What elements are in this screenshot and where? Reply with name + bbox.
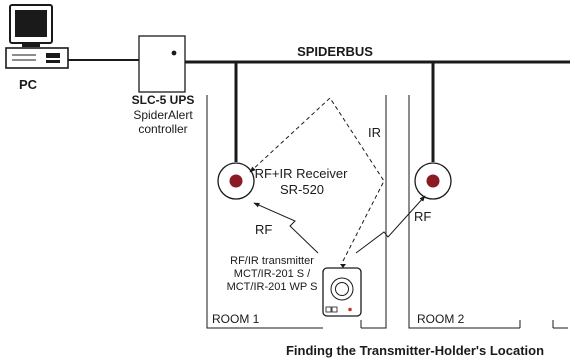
- controller-name-line1: SpiderAlert: [133, 108, 193, 122]
- rf-signal-right: [355, 195, 426, 254]
- rf-right-label: RF: [414, 209, 431, 224]
- controller-name-line2: controller: [138, 122, 187, 136]
- transmitter-type: RF/IR transmitter: [230, 255, 314, 267]
- room1-walls: [206, 95, 387, 329]
- receiver-name: RF+IR Receiver: [255, 166, 348, 181]
- transmitter-model-2: MCT/IR-201 WP S: [227, 281, 318, 293]
- rf-left-label: RF: [255, 222, 272, 237]
- pc-label: PC: [19, 77, 38, 92]
- transmitter-model-1: MCT/IR-201 S /: [234, 268, 311, 280]
- room2-walls: [408, 95, 568, 329]
- controller-box-icon: [138, 35, 186, 93]
- spiderbus-label: SPIDERBUS: [297, 44, 373, 59]
- receiver-room2-icon: [414, 162, 452, 200]
- ir-signal-path: [249, 97, 385, 262]
- room1-label: ROOM 1: [212, 312, 260, 326]
- diagram-caption: Finding the Transmitter-Holder's Locatio…: [286, 343, 544, 358]
- receiver-icon: [217, 162, 255, 200]
- receiver-model: SR-520: [280, 182, 324, 197]
- computer-icon: [5, 4, 69, 69]
- controller-model: SLC-5 UPS: [132, 93, 195, 107]
- ir-label: IR: [368, 125, 381, 140]
- room2-label: ROOM 2: [417, 312, 465, 326]
- transmitter-icon: [322, 264, 362, 317]
- rf-signal-left: [253, 202, 319, 254]
